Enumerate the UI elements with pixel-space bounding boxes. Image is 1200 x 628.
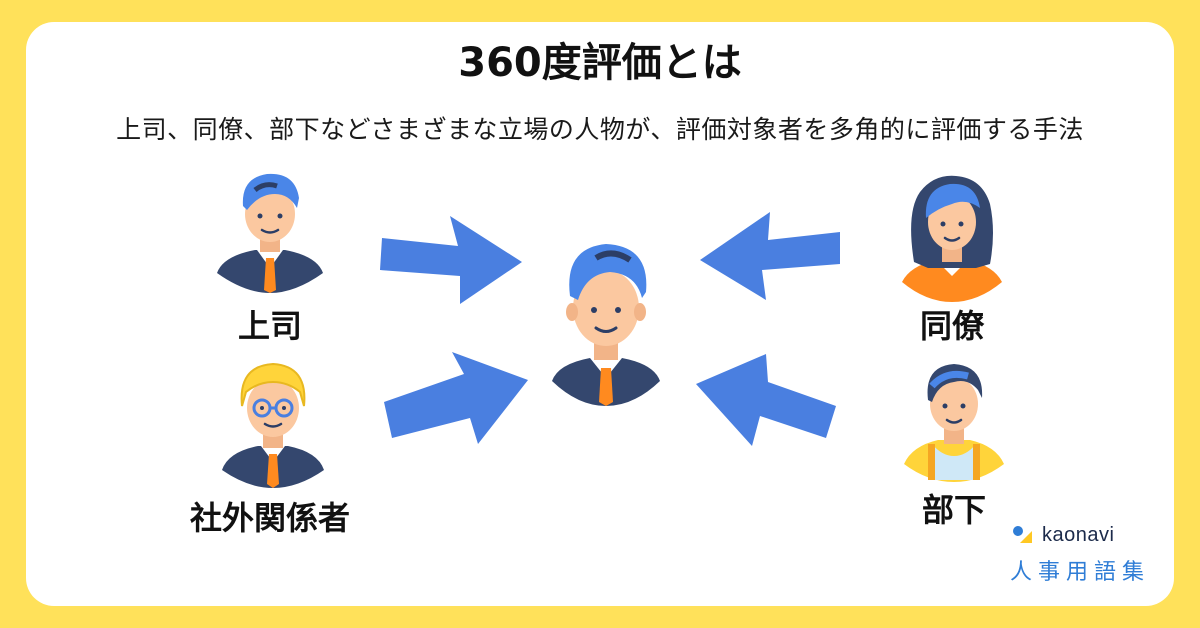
colleague-label: 同僚 [919, 307, 984, 345]
subordinate-avatar-icon [904, 364, 1004, 482]
page-subtitle: 上司、同僚、部下などさまざまな立場の人物が、評価対象者を多角的に評価する手法 [116, 115, 1084, 144]
brand-name: kaonavi [1042, 523, 1115, 546]
boss-label: 上司 [237, 307, 302, 345]
page-title: 360度評価とは [458, 40, 742, 86]
external-avatar-icon [222, 362, 324, 488]
target-person-avatar-icon [552, 244, 660, 406]
colleague-avatar-icon [902, 175, 1002, 302]
external-label: 社外関係者 [189, 499, 350, 537]
arrow-from-external-icon [384, 352, 528, 444]
arrow-from-subordinate-icon [696, 354, 836, 446]
kaonavi-brand: kaonavi 人事用語集 [1010, 522, 1151, 588]
arrow-from-colleague-icon [700, 212, 840, 300]
subordinate-label: 部下 [921, 491, 986, 529]
boss-avatar-icon [217, 173, 323, 293]
brand-tagline: 人事用語集 [1010, 560, 1151, 585]
kaonavi-logo-icon [1013, 526, 1032, 543]
arrow-from-boss-icon [380, 216, 522, 304]
